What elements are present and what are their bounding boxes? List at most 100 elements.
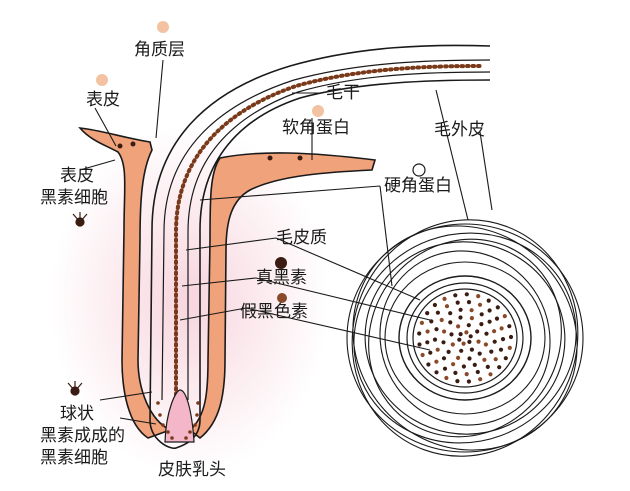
medulla-dots xyxy=(174,64,482,397)
melanocyte-icon xyxy=(67,381,83,396)
bulb-pigment-dots xyxy=(156,401,200,440)
pigment-granule xyxy=(464,330,469,335)
pigment-granule xyxy=(425,340,430,345)
pigment-granule xyxy=(451,362,456,367)
pigment-granule xyxy=(417,331,422,336)
pigment-granule xyxy=(441,340,446,345)
pigment-granule xyxy=(458,307,463,312)
pigment-granule xyxy=(499,326,504,331)
pigment-granule xyxy=(483,342,488,347)
pigment-granule xyxy=(497,365,502,370)
pigment-granule xyxy=(487,308,492,313)
label-epidermal-melanocyte-2: 黑素细胞 xyxy=(40,188,108,208)
pigment-granule xyxy=(492,329,497,334)
label-outer-root-sheath: 毛外皮 xyxy=(434,120,485,140)
pigment-granule xyxy=(479,322,484,327)
label-bulb-melanocyte-1: 球状 xyxy=(60,404,94,424)
hair-bulb xyxy=(149,419,201,449)
cross-section-pigment xyxy=(417,292,514,384)
pigment-granule xyxy=(459,348,464,353)
pigment-granule xyxy=(482,357,487,362)
pigment-granule xyxy=(476,339,481,344)
pigment-granule xyxy=(489,349,494,354)
pigment-granule xyxy=(475,369,480,375)
pigment-granule xyxy=(479,312,484,317)
pigment-granule xyxy=(444,375,449,381)
pigment-granule xyxy=(461,341,466,346)
pigment-granule xyxy=(477,351,482,356)
dark-dot-icon xyxy=(275,257,287,269)
pigment-granule xyxy=(442,296,447,301)
pigment-granule xyxy=(442,366,448,371)
label-cortex: 毛皮质 xyxy=(276,228,327,248)
pigment-granule xyxy=(456,355,461,360)
pigment-granule xyxy=(507,324,512,329)
pigment-granule xyxy=(469,316,474,321)
pigment-granule xyxy=(466,300,472,305)
pigment-granule xyxy=(425,311,430,316)
light-dot-icon xyxy=(157,21,169,33)
pigment-granule xyxy=(508,334,514,340)
melanocyte-icon xyxy=(72,212,88,227)
pigment-granule xyxy=(456,324,461,329)
label-eumelanin: 真黑素 xyxy=(256,268,307,288)
cross-section xyxy=(346,219,584,457)
pigment-granule xyxy=(467,356,472,361)
pigment-granule xyxy=(458,315,463,320)
label-epidermal-melanocyte-1: 表皮 xyxy=(60,166,94,186)
pigment-granule xyxy=(448,311,453,316)
pigment-granule xyxy=(441,356,447,361)
pigment-granule xyxy=(449,332,454,337)
pigment-granule xyxy=(469,308,474,313)
light-dot-icon xyxy=(312,105,324,117)
pigment-granule xyxy=(487,319,492,324)
pigment-granule xyxy=(477,302,483,307)
pigment-granule xyxy=(466,323,471,328)
pigment-granule xyxy=(458,332,463,337)
label-hair-shaft: 毛干 xyxy=(326,83,360,103)
pigment-granule xyxy=(485,364,490,369)
pigment-granule xyxy=(466,379,471,384)
pigment-granule xyxy=(486,298,491,303)
hair-shaft-inner xyxy=(199,79,491,420)
pigment-granule xyxy=(453,293,458,298)
pigment-granule xyxy=(419,320,424,325)
pigment-granule xyxy=(420,352,425,358)
surface-melanocytes xyxy=(117,141,303,161)
label-bulb-melanocyte-3: 黑素细胞 xyxy=(40,448,108,468)
hollow-dot-icon xyxy=(412,163,426,177)
pigment-granule xyxy=(498,347,504,352)
pigment-granule xyxy=(467,339,472,344)
pigment-granule xyxy=(432,337,438,342)
pigment-granule xyxy=(450,342,455,347)
label-stratum-corneum: 角质层 xyxy=(134,40,185,60)
label-soft-keratin: 软角蛋白 xyxy=(282,118,350,138)
pigment-granule xyxy=(434,359,439,364)
pigment-granule xyxy=(453,370,458,375)
dermis-glow xyxy=(50,125,330,475)
label-bulb-melanocyte-2: 黑素成成的 xyxy=(40,426,125,446)
pigment-granule xyxy=(476,294,481,299)
pigment-granule xyxy=(442,329,447,334)
pigment-granule xyxy=(488,372,493,377)
pigment-granule xyxy=(457,337,462,342)
pigment-granule xyxy=(464,372,469,377)
pigment-granule xyxy=(448,320,453,325)
pigment-granule xyxy=(446,349,451,354)
pigment-granule xyxy=(468,334,473,339)
pigment-granule xyxy=(428,350,433,355)
dermal-papilla-shape xyxy=(164,389,195,443)
pigment-granule xyxy=(426,362,431,367)
pigment-granule xyxy=(432,302,437,308)
leader-lines xyxy=(79,59,493,425)
hair-shaft-outer xyxy=(149,44,491,421)
pigment-granule xyxy=(435,347,440,352)
pigment-granule xyxy=(500,337,506,342)
label-hard-keratin: 硬角蛋白 xyxy=(384,176,452,196)
brown-dot-icon xyxy=(277,293,287,303)
pigment-granule xyxy=(492,339,497,344)
pigment-granule xyxy=(472,362,477,367)
pigment-granule xyxy=(434,327,439,332)
